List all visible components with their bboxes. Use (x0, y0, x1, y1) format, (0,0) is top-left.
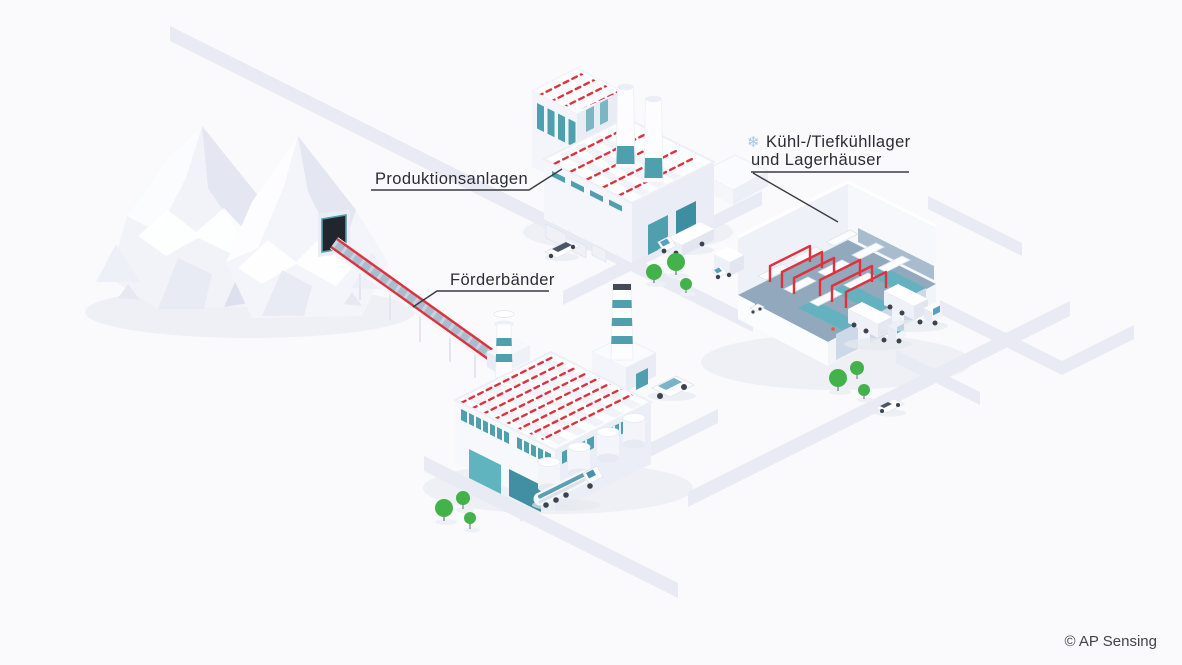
conveyor-label-text: Förderbänder (450, 271, 555, 289)
cold-storage-warehouse (711, 180, 948, 366)
sensing-cable (768, 244, 888, 308)
production-label-text: Produktionsanlagen (375, 170, 528, 188)
cold-storage-label-line2: und Lagerhäuser (751, 151, 882, 169)
loader-vehicle (648, 375, 696, 401)
dock-truck-small (711, 247, 744, 280)
cold-storage-label: ❄ Kühl-/Tiefkühllager und Lagerhäuser (747, 133, 911, 223)
snowflake-icon: ❄ (747, 134, 760, 151)
tree-cluster (829, 361, 874, 403)
tree-cluster (435, 491, 480, 533)
car (543, 239, 582, 261)
van (874, 398, 906, 417)
conveyor-belt (329, 237, 530, 378)
production-plant-building (530, 67, 770, 263)
conveyor-label: Förderbänder (412, 271, 555, 308)
forklift (749, 300, 765, 314)
copyright-text: © AP Sensing (1064, 633, 1157, 650)
truck (657, 222, 714, 256)
mountains (96, 126, 394, 318)
dock-truck (880, 284, 948, 332)
silo-group (537, 413, 646, 493)
production-label: Produktionsanlagen (371, 168, 563, 191)
processing-plant-building (452, 283, 696, 512)
chimney (615, 83, 664, 183)
road-network (170, 26, 1134, 598)
chimney (610, 283, 634, 361)
tanker-truck (532, 465, 604, 511)
tree-cluster (646, 253, 696, 297)
cold-storage-label-line1: Kühl-/Tiefkühllager (766, 133, 911, 151)
